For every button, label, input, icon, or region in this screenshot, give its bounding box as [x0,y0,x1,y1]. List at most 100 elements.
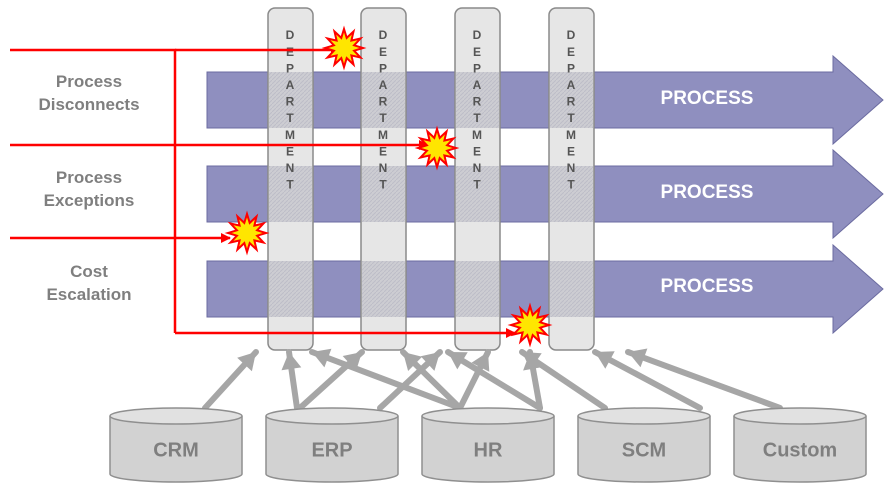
explosion-icon [414,125,460,171]
department-letter: E [473,144,481,158]
system-feed-arrowhead [448,352,468,370]
process-label: PROCESS [661,88,754,109]
database-scm: SCM [577,407,711,483]
system-feed-arrow [592,349,703,411]
database-top [733,407,867,425]
department-letter: T [567,178,575,192]
department-letter: R [379,95,388,109]
database-icon [577,416,711,483]
database-label: CRM [153,439,199,461]
database-icon [265,416,399,483]
department-letter: A [567,78,576,92]
database-icon [109,416,243,483]
system-feed-arrowhead [628,348,648,368]
department-letter: D [286,28,295,42]
column-crossing [269,261,312,317]
database-hr: HR [421,407,555,483]
label-process-exceptions: Process Exceptions [0,166,178,212]
database-top [109,407,243,425]
database-label: HR [474,439,503,461]
department-letter: R [567,95,576,109]
column-crossing [550,261,593,317]
database-crm: CRM [109,407,243,483]
label-cost-escalation: Cost Escalation [0,260,178,306]
system-feed-arrowhead [522,352,542,370]
department-letter: E [379,144,387,158]
department-letter: D [473,28,482,42]
department-letter: T [286,111,294,125]
column-crossing [362,166,405,222]
department-letter: N [379,161,388,175]
database-top [421,407,555,425]
label-line: Process [55,72,123,91]
department-letter: D [379,28,388,42]
system-feed-arrowhead [312,348,332,368]
department-letter: E [379,45,387,59]
department-letter: E [473,45,481,59]
department-letter: N [286,161,295,175]
database-label: ERP [311,439,352,461]
column-crossing [362,72,405,128]
label-process-disconnects: Process Disconnects [0,70,178,116]
department-letter: T [286,178,294,192]
database-erp: ERP [265,407,399,483]
department-letter: T [567,111,575,125]
department-letter: M [378,128,388,142]
department-letter: P [473,61,481,75]
column-crossing [362,261,405,317]
department-letter: N [567,161,576,175]
column-crossing [456,72,499,128]
column-crossing [550,166,593,222]
system-feed-arrow [309,349,463,411]
department-letter: E [286,45,294,59]
department-letter: A [379,78,388,92]
database-top [265,407,399,425]
department-letter: M [472,128,482,142]
explosion-icon [507,302,553,348]
system-feed-arrowhead [403,352,423,371]
department-letter: P [286,61,294,75]
department-letter: M [566,128,576,142]
system-feed-arrowhead [471,352,490,372]
department-letter: M [285,128,295,142]
system-feed-arrow [625,349,783,411]
label-line: Exceptions [43,191,135,210]
department-letter: P [379,61,387,75]
column-crossing [456,166,499,222]
department-letter: T [379,111,387,125]
column-crossing [269,166,312,222]
process-label: PROCESS [661,182,754,203]
column-crossing [550,72,593,128]
database-icon [733,416,867,483]
database-label: SCM [622,439,666,461]
department-letter: E [567,144,575,158]
system-feed-arrowhead [281,352,302,371]
system-feed-arrowhead [420,352,440,371]
label-line: Escalation [46,285,132,304]
department-letter: A [286,78,295,92]
label-line: Process [55,168,123,187]
label-line: Cost [70,262,108,281]
department-letter: P [567,61,575,75]
column-crossing [269,72,312,128]
column-crossing [456,261,499,317]
process-label: PROCESS [661,276,754,297]
label-line: Disconnects [38,95,140,114]
database-icon [421,416,555,483]
department-letter: E [567,45,575,59]
system-feed-arrowhead [237,352,256,372]
system-feed-arrowhead [595,351,615,369]
department-letter: R [286,95,295,109]
explosion-icon [224,210,270,256]
system-feed-arrow [445,349,543,411]
department-letter: D [567,28,576,42]
database-custom: Custom [733,407,867,483]
department-letter: T [379,178,387,192]
database-label: Custom [763,439,837,461]
department-letter: A [473,78,482,92]
database-top [577,407,711,425]
